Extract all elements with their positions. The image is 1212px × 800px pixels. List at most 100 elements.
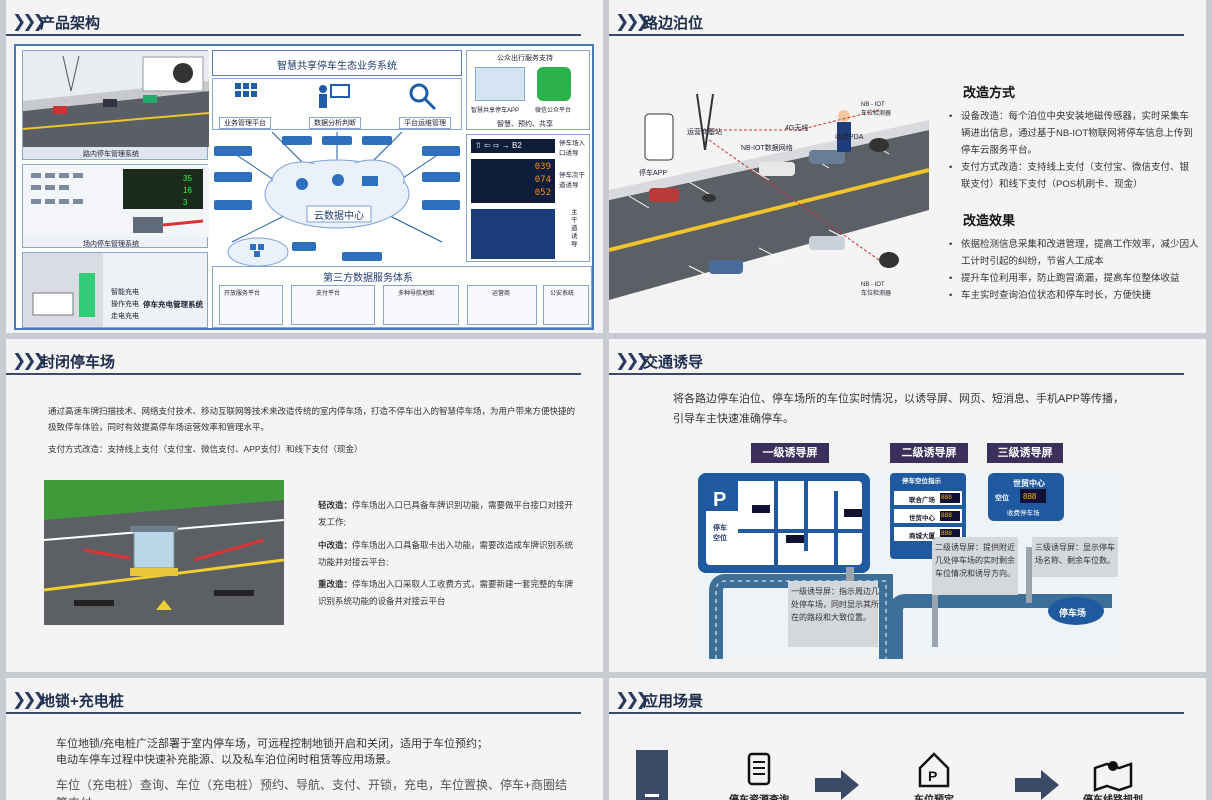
public-service-box: 公众出行服务支持 智慧共享停车APP 微信公众平台 智慧、预约、共享 [466,50,590,130]
section-header: ❯❯❯ 路边泊位 [609,10,1184,36]
chevron-icon: ❯❯❯ [615,12,650,31]
chevron-icon: ❯❯❯ [12,690,47,709]
data-analysis: 数据分析判断 [309,117,361,129]
p-sign-icon: P [713,489,727,511]
street-image [22,51,210,147]
g4-label: 4G无线 [785,125,809,132]
slide-closed-parking: ❯❯❯ 封闭停车场 通过高速车牌扫描技术、网络支付技术、移动互联网等技术来改造传… [6,339,603,672]
chevron-icon: ❯❯❯ [615,351,650,370]
method-item: 支付方式改造：支持线上支付（支付宝、微信支付、银联支付）和线下支付（POS机刷卡… [949,159,1197,193]
charge-panel: 智能充电 操作充电 走电充电 停车充电管理系统 [22,252,208,328]
section-header: ❯❯❯ 产品架构 [6,10,581,36]
resource-icon [747,752,771,786]
info-label: 停车空位指示 [902,478,941,485]
level3-badge: 三级诱导屏 [987,443,1063,463]
lot-label: 场内停车管理系统 [83,241,139,248]
effect-list: 依据检测信息采集和改进管理，提高工作效率，减少因人工计时引起的纠纷，节省人工成本… [949,236,1201,304]
sign-s2: 世贸中心 [909,515,935,522]
guidance-text: 将各路边停车泊位、停车场所的车位实时情况，以诱导屏、网页、短消息、手机APP等传… [673,393,1125,425]
section-header: ❯❯❯ 应用场景 [609,688,1184,714]
upgrade-item: 重改造：停车场出入口采取人工收费方式，需要新建一套完整的车牌识别系统功能的设备并… [318,579,574,606]
reserve-icon: P [918,752,950,788]
guidance-box: ⇧ ⇦ ⇨ → B2 停车场入口诱导 039 074 052 停车次干道诱导 主… [466,134,590,262]
third-item: 运营商 [467,285,537,325]
lot-label: 停车场 [1059,608,1087,618]
ops-mgmt: 平台运维管理 [399,117,451,129]
main-label: 主干道诱导 [571,209,578,248]
base-label: 运营商基站 [687,129,722,136]
parkin-label: 停车场入口诱导 [559,140,585,157]
svg-text:P: P [928,768,937,784]
upgrade-item: 轻改造：停车场出入口已具备车牌识别功能，需要做平台接口对接开发工作; [318,500,574,527]
section-title: 地锁+充电桩 [40,693,124,710]
led-sign: 039 074 052 [471,159,555,203]
nb1-label: NB - IOT 车位检测器 [861,102,892,117]
count-1: 888 [941,494,952,501]
empty-label: 空位 [995,495,1009,502]
sub-label: 停车次干道诱导 [559,172,585,189]
upgrade-item: 中改造：停车场出入口具备取卡出入功能，需要改造成车牌识别系统功能并对接云平台; [318,540,574,567]
app-label: 停车APP [639,170,668,177]
charge-out: 操作充电 [111,301,139,308]
third-item: 公安系统 [543,285,589,325]
count-2: 888 [941,512,952,519]
route-icon [1093,761,1133,792]
slide-lock-charger: ❯❯❯ 地锁+充电桩 车位地锁/充电桩广泛部署于室内停车场，可远程控制地锁开启和… [6,678,603,800]
count-3: 888 [941,530,952,537]
lock-text-3: 车位（充电桩）查询、车位（充电桩）预约、导航、支付、开锁，充电，车位置换、停车+… [56,778,568,800]
section-header: ❯❯❯ 封闭停车场 [6,349,581,375]
svg-text:3: 3 [183,198,188,207]
effect-item: 依据检测信息采集和改进管理，提高工作效率，减少因人工计时引起的纠纷，节省人工成本 [949,236,1201,270]
slide-application: ❯❯❯ 应用场景 P 停车资源查询 车位预定 停车线路规划 [609,678,1206,800]
payment-text: 支付方式改造：支持线上支付（支付宝、微信支付、APP支付）和线下支付（现金） [48,444,363,454]
level1-desc: 一级诱导屏：指示周边几处停车场，同时显示其所在的路段和大致位置。 [791,587,879,622]
platform-icons [235,83,437,111]
wise-label: 智慧、预约、共享 [497,121,553,128]
effect-heading: 改造效果 [963,213,1016,228]
third-item: 开放服务平台 [219,285,283,325]
cloud-label: 云数据中心 [314,211,364,222]
slide-traffic-guidance: ❯❯❯ 交通诱导 将各路边停车泊位、停车场所的车位实时情况，以诱导屏、网页、短消… [609,339,1206,672]
charge-ac: 走电充电 [111,313,139,320]
third-party-title: 第三方数据服务体系 [323,273,413,284]
section-title: 路边泊位 [643,15,704,32]
eco-system-box: 智慧共享停车生态业务系统 [212,50,462,76]
biz-mgmt: 业务管理平台 [219,117,271,129]
section-header: ❯❯❯ 地锁+充电桩 [6,688,581,714]
indoor-label: 路内停车管理系统 [83,151,139,158]
intro-text: 通过高速车牌扫描技术、网络支付技术、移动互联网等技术来改造传统的室内停车场，打造… [48,406,576,432]
scene-route: 停车线路规划 [1063,791,1163,800]
charge-in: 智能充电 [111,289,139,296]
third-item: 多种导航地图 [383,285,459,325]
method-list: 设备改造：每个泊位中央安装地磁传感器，实时采集车辆进出信息，通过基于NB-IOT… [949,108,1197,193]
app-thumb [475,67,525,101]
svg-text:16: 16 [183,186,192,195]
level2-desc: 二级诱导屏：提供附近几处停车场的实时剩余车位情况和诱导方向。 [935,543,1015,578]
method-item: 设备改造：每个泊位中央安装地磁传感器，实时采集车辆进出信息，通过基于NB-IOT… [949,108,1197,159]
eco-system-title: 智慧共享停车生态业务系统 [277,61,397,72]
public-title: 公众出行服务支持 [497,55,553,62]
gate-illustration [44,480,284,625]
chevron-icon: ❯❯❯ [12,351,47,370]
section-title: 封闭停车场 [40,354,116,371]
pda-label: 收费PDA [835,134,864,141]
level3-desc: 三级诱导屏：显示停车场名称、剩余车位数。 [1035,543,1115,565]
chevron-icon: ❯❯❯ [615,690,650,709]
third-item: 支付平台 [291,285,375,325]
indoor-panel: 路内停车管理系统 [22,50,210,160]
arrow-icon [1015,770,1059,800]
scene-resource: 停车资源查询 [709,791,809,800]
charge-label: 停车充电管理系统 [143,300,203,309]
fee-label: 收费停车场 [1007,510,1040,517]
lock-text-2: 电动车停车过程中快速补充能源、以及私车泊位闲时租赁等应用场景。 [56,754,397,766]
chevron-icon: ❯❯❯ [12,12,47,31]
slide-architecture: ❯❯❯ 产品架构 路内停车管理系统 [6,0,603,333]
section-title: 产品架构 [40,15,101,32]
nb2-label: NB - IOT 车位检测器 [861,282,892,297]
net-label: NB-IOT数据网络 [741,145,793,152]
lock-text-1: 车位地锁/充电桩广泛部署于室内停车场，可远程控制地锁开启和关闭，适用于车位预约； [56,738,489,750]
side-bar [636,750,668,800]
third-party-box: 第三方数据服务体系 开放服务平台 支付平台 多种导航地图 运营商 公安系统 [212,266,592,328]
